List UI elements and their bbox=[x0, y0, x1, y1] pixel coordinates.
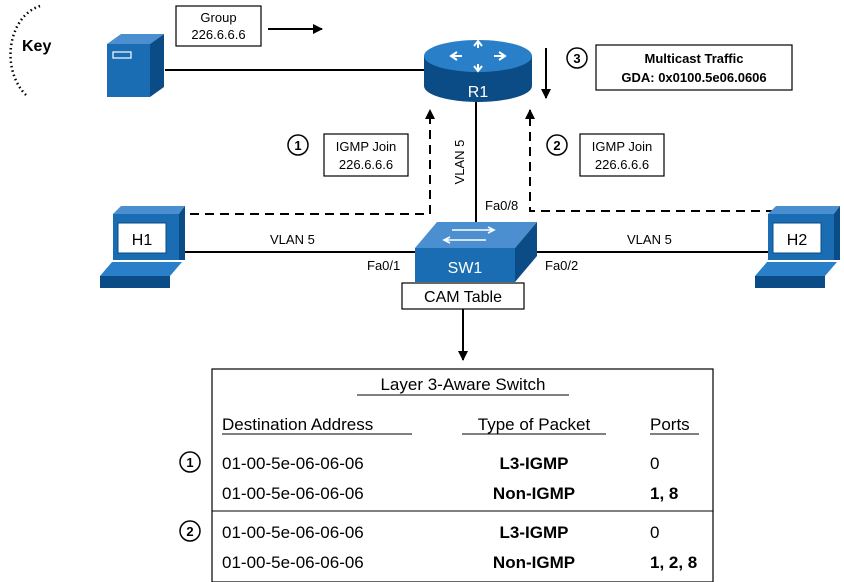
header-type: Type of Packet bbox=[478, 415, 591, 434]
host-h1-label: H1 bbox=[132, 232, 153, 249]
row-4-address: 01-00-5e-06-06-06 bbox=[222, 553, 364, 572]
table-step-1-badge bbox=[179, 451, 201, 473]
multicast-line2: GDA: 0x0100.5e06.0606 bbox=[621, 70, 766, 85]
table-step-1-number: 1 bbox=[186, 455, 193, 470]
igmp-join-1-line1: IGMP Join bbox=[336, 139, 396, 154]
table-step-2-number: 2 bbox=[186, 524, 193, 539]
igmp-join-2-line2: 226.6.6.6 bbox=[595, 157, 649, 172]
cam-table-label: CAM Table bbox=[424, 289, 502, 306]
row-2-ports: 1, 8 bbox=[650, 484, 678, 503]
vlan-label-uplink: VLAN 5 bbox=[452, 140, 467, 185]
cam-table-frame bbox=[211, 368, 714, 582]
step-3-badge bbox=[566, 47, 588, 69]
group-box bbox=[175, 5, 262, 47]
host-h1-icon bbox=[100, 206, 185, 288]
port-fa01-label: Fa0/1 bbox=[367, 258, 400, 273]
cam-table-title: Layer 3-Aware Switch bbox=[380, 375, 545, 394]
igmp-join-path-h2 bbox=[525, 109, 775, 212]
router-icon bbox=[424, 39, 532, 102]
step-1-badge bbox=[287, 134, 309, 156]
key-dotted-arc bbox=[9, 4, 41, 96]
row-4-ports: 1, 2, 8 bbox=[650, 553, 697, 572]
row-2-address: 01-00-5e-06-06-06 bbox=[222, 484, 364, 503]
switch-icon bbox=[415, 222, 537, 282]
cam-table: Layer 3-Aware Switch Destination Address… bbox=[179, 368, 714, 582]
router-label: R1 bbox=[468, 84, 489, 101]
table-step-2-badge bbox=[179, 520, 201, 542]
row-3-ports: 0 bbox=[650, 523, 659, 542]
igmp-join-path-h1 bbox=[190, 109, 435, 215]
port-fa08-label: Fa0/8 bbox=[485, 198, 518, 213]
group-box-line1: Group bbox=[200, 10, 236, 25]
host-h2-icon bbox=[755, 206, 840, 288]
header-destination: Destination Address bbox=[222, 415, 373, 434]
igmp-join-1-line2: 226.6.6.6 bbox=[339, 157, 393, 172]
step-2-badge bbox=[546, 134, 568, 156]
row-2-type: Non-IGMP bbox=[493, 484, 575, 503]
vlan-label-h1: VLAN 5 bbox=[270, 232, 315, 247]
igmp-join-2-line1: IGMP Join bbox=[592, 139, 652, 154]
row-1-ports: 0 bbox=[650, 454, 659, 473]
row-3-address: 01-00-5e-06-06-06 bbox=[222, 523, 364, 542]
row-1-address: 01-00-5e-06-06-06 bbox=[222, 454, 364, 473]
cam-table-box bbox=[401, 282, 525, 310]
step-2-number: 2 bbox=[553, 138, 560, 153]
step-3-number: 3 bbox=[573, 51, 580, 66]
igmp-join-2-box bbox=[579, 133, 665, 177]
row-3-type: L3-IGMP bbox=[500, 523, 569, 542]
server-icon bbox=[107, 34, 164, 97]
switch-label: SW1 bbox=[448, 260, 483, 277]
row-4-type: Non-IGMP bbox=[493, 553, 575, 572]
igmp-join-1-box bbox=[323, 133, 409, 177]
vlan-label-h2: VLAN 5 bbox=[627, 232, 672, 247]
header-ports: Ports bbox=[650, 415, 690, 434]
multicast-box bbox=[595, 44, 793, 91]
multicast-line1: Multicast Traffic bbox=[645, 51, 744, 66]
key-label: Key bbox=[22, 38, 51, 55]
row-1-type: L3-IGMP bbox=[500, 454, 569, 473]
host-h2-label: H2 bbox=[787, 232, 808, 249]
group-box-line2: 226.6.6.6 bbox=[191, 27, 245, 42]
port-fa02-label: Fa0/2 bbox=[545, 258, 578, 273]
step-1-number: 1 bbox=[294, 138, 301, 153]
